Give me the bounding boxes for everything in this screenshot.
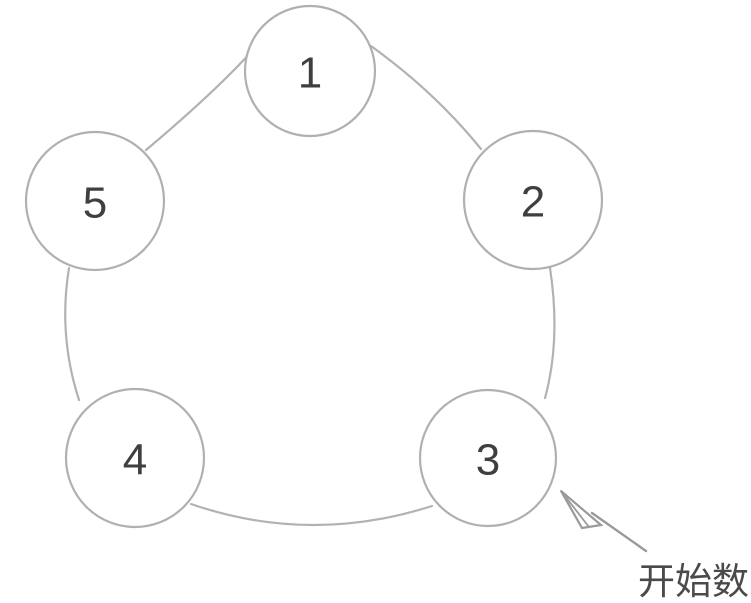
node-2[interactable]: 2 [462, 129, 604, 271]
node-5-label: 5 [83, 179, 107, 228]
edge-2-to-3 [543, 266, 556, 400]
node-3-label: 3 [476, 436, 500, 485]
node-1-circle[interactable] [243, 4, 377, 138]
arrow-shaft [590, 511, 648, 553]
node-4-circle[interactable] [64, 387, 206, 529]
node-5-circle[interactable] [24, 130, 166, 272]
node-3-circle[interactable] [418, 388, 558, 528]
node-4[interactable]: 4 [64, 387, 206, 529]
arrow-head-crease [560, 490, 590, 528]
start-annotation-arrow-icon [560, 490, 648, 553]
node-5[interactable]: 5 [24, 130, 166, 272]
node-2-label: 2 [521, 178, 545, 227]
arrow-head [560, 490, 604, 530]
start-annotation-label: 开始数 [638, 561, 749, 602]
node-2-circle[interactable] [462, 129, 604, 271]
node-1-label: 1 [298, 49, 322, 98]
edge-3-to-4 [189, 502, 434, 527]
node-1[interactable]: 1 [243, 4, 377, 138]
edge-group [64, 44, 556, 527]
edge-1-to-2 [369, 44, 483, 151]
node-4-label: 4 [123, 436, 147, 485]
edge-5-to-1 [144, 49, 254, 152]
edge-4-to-5 [64, 266, 81, 402]
node-3[interactable]: 3 [418, 388, 558, 528]
